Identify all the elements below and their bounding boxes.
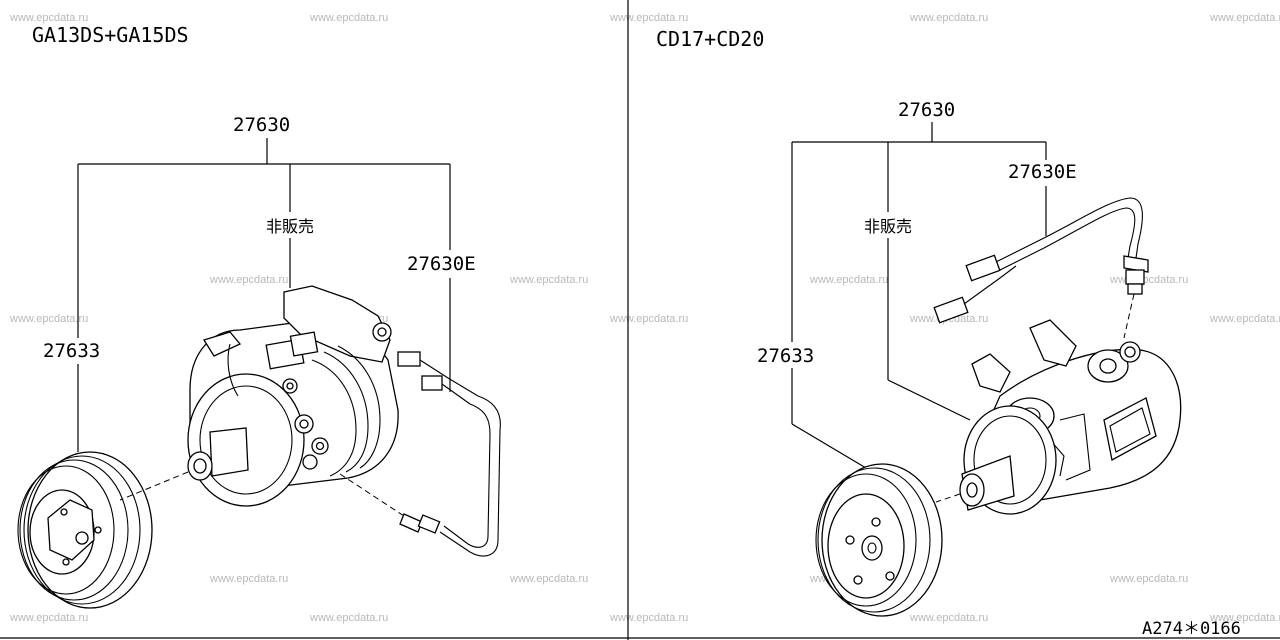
watermark: www.epcdata.ru (309, 12, 388, 24)
watermark: www.epcdata.ru (509, 573, 588, 585)
right-pulley-axis-line (935, 493, 961, 503)
watermark: www.epcdata.ru (909, 12, 988, 24)
watermark: www.epcdata.ru (209, 274, 288, 286)
right-fitting-axis-line (1123, 293, 1135, 339)
watermark: www.epcdata.ru (509, 274, 588, 286)
watermark: www.epcdata.ru (9, 12, 88, 24)
watermark: www.epcdata.ru (1109, 573, 1188, 585)
left-pulley-label[interactable]: 27633 (43, 340, 100, 362)
left-pulley[interactable] (17, 451, 153, 609)
watermark: www.epcdata.ru (209, 573, 288, 585)
watermark: www.epcdata.ru (309, 612, 388, 624)
watermark: www.epcdata.ru (9, 313, 88, 325)
watermark: www.epcdata.ru (1109, 274, 1188, 286)
watermark: www.epcdata.ru (609, 612, 688, 624)
watermark: www.epcdata.ru (609, 12, 688, 24)
watermark: www.epcdata.ru (1209, 313, 1280, 325)
watermark: www.epcdata.ru (1209, 612, 1280, 624)
right-harness[interactable] (933, 197, 1149, 324)
right-compressor[interactable] (959, 319, 1182, 515)
left-harness-label[interactable]: 27630E (407, 253, 476, 275)
left-pulley-axis-line (119, 471, 189, 501)
left-fitting-axis-line (339, 473, 405, 517)
left-assembly-label[interactable]: 27630 (233, 114, 290, 136)
watermark: www.epcdata.ru (9, 612, 88, 624)
right-assembly-label[interactable]: 27630 (898, 99, 955, 121)
left-compressor[interactable] (187, 285, 399, 507)
right-pulley[interactable] (815, 463, 943, 617)
watermark: www.epcdata.ru (609, 313, 688, 325)
right-panel-title: CD17+CD20 (656, 27, 764, 51)
right-harness-label[interactable]: 27630E (1008, 161, 1077, 183)
watermark: www.epcdata.ru (809, 274, 888, 286)
right-not-for-sale-label: 非販売 (864, 217, 912, 236)
watermark: www.epcdata.ru (909, 612, 988, 624)
diagram-code: A274＊0166 (1142, 619, 1241, 639)
left-not-for-sale-label: 非販売 (266, 217, 314, 236)
right-leader-lines (791, 122, 1047, 469)
right-panel: CD17+CD20 27630 27630E 非販売 27633 (656, 27, 1182, 617)
watermark-layer: www.epcdata.ru www.epcdata.ru www.epcdat… (9, 12, 1280, 624)
right-pulley-label[interactable]: 27633 (757, 345, 814, 367)
left-harness[interactable] (397, 351, 501, 557)
left-panel-title: GA13DS+GA15DS (32, 23, 189, 47)
watermark: www.epcdata.ru (1209, 12, 1280, 24)
left-leader-lines (77, 138, 451, 452)
left-panel: GA13DS+GA15DS 27630 非販売 27630E 27633 (17, 23, 501, 609)
